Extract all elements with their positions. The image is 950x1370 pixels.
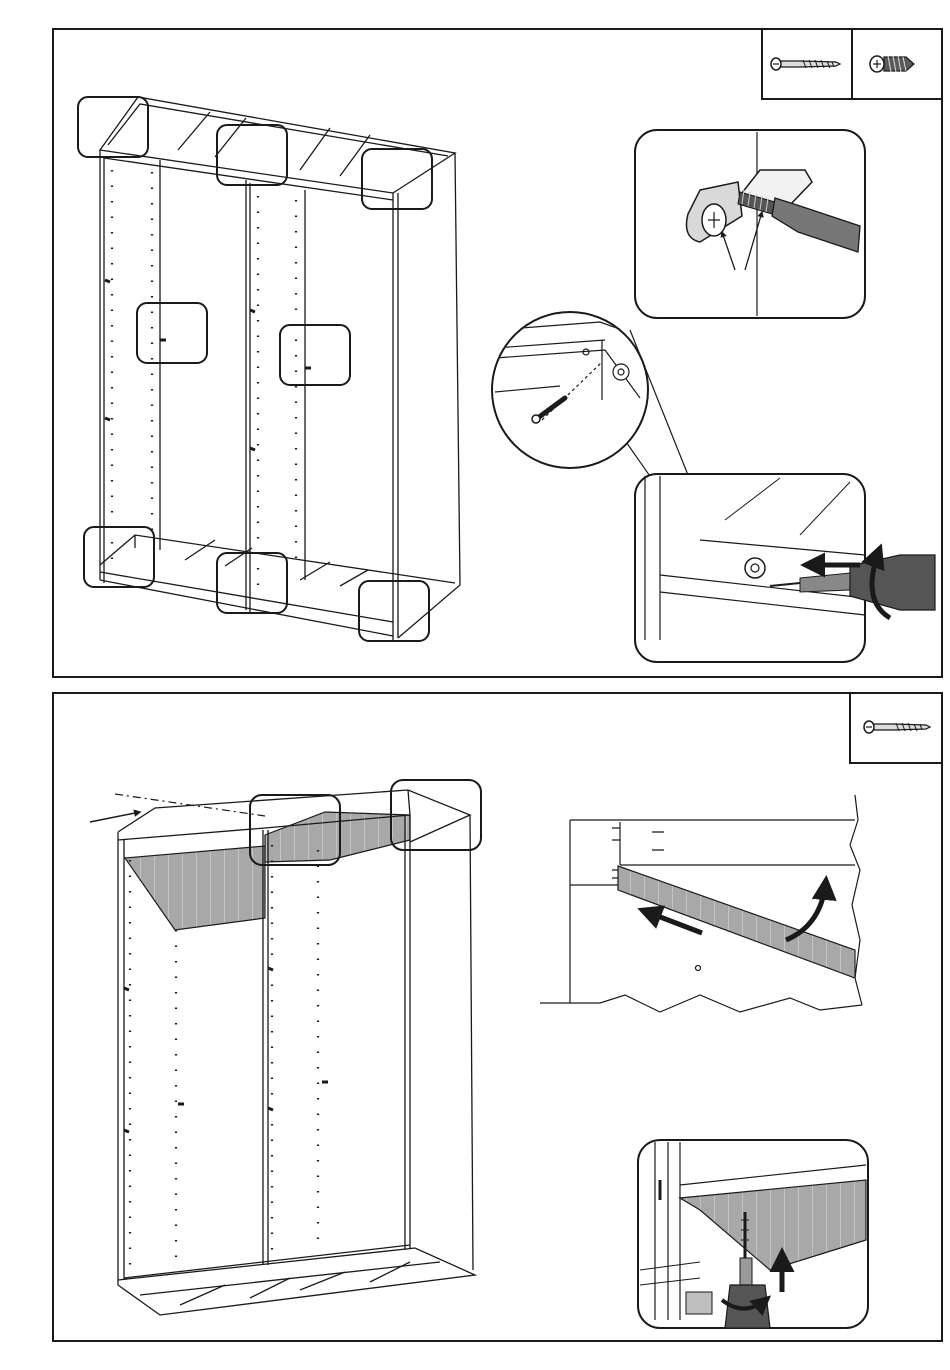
step-b-panel (53, 693, 942, 1341)
step-a-panel (53, 29, 942, 677)
highlight-box-hinge-middle (280, 325, 350, 385)
long-wood-screw-icon (864, 721, 930, 733)
wardrobe-frame-b (90, 790, 475, 1315)
long-wood-screw-icon (771, 58, 840, 70)
hardware-legend-a (762, 29, 942, 99)
drill-driver-zoom (635, 474, 935, 662)
short-tapping-screw-icon (870, 56, 914, 72)
back-panel-slide-detail (540, 795, 862, 1012)
highlight-box-top-right (362, 149, 432, 209)
highlight-box-top-left (78, 97, 148, 157)
hardware-legend-b (850, 693, 942, 763)
highlight-box-hinge-left (137, 303, 207, 363)
screw-up-zoom (638, 1140, 868, 1328)
cam-fitting-zoom (635, 130, 865, 318)
highlight-boxes-a (78, 97, 432, 641)
